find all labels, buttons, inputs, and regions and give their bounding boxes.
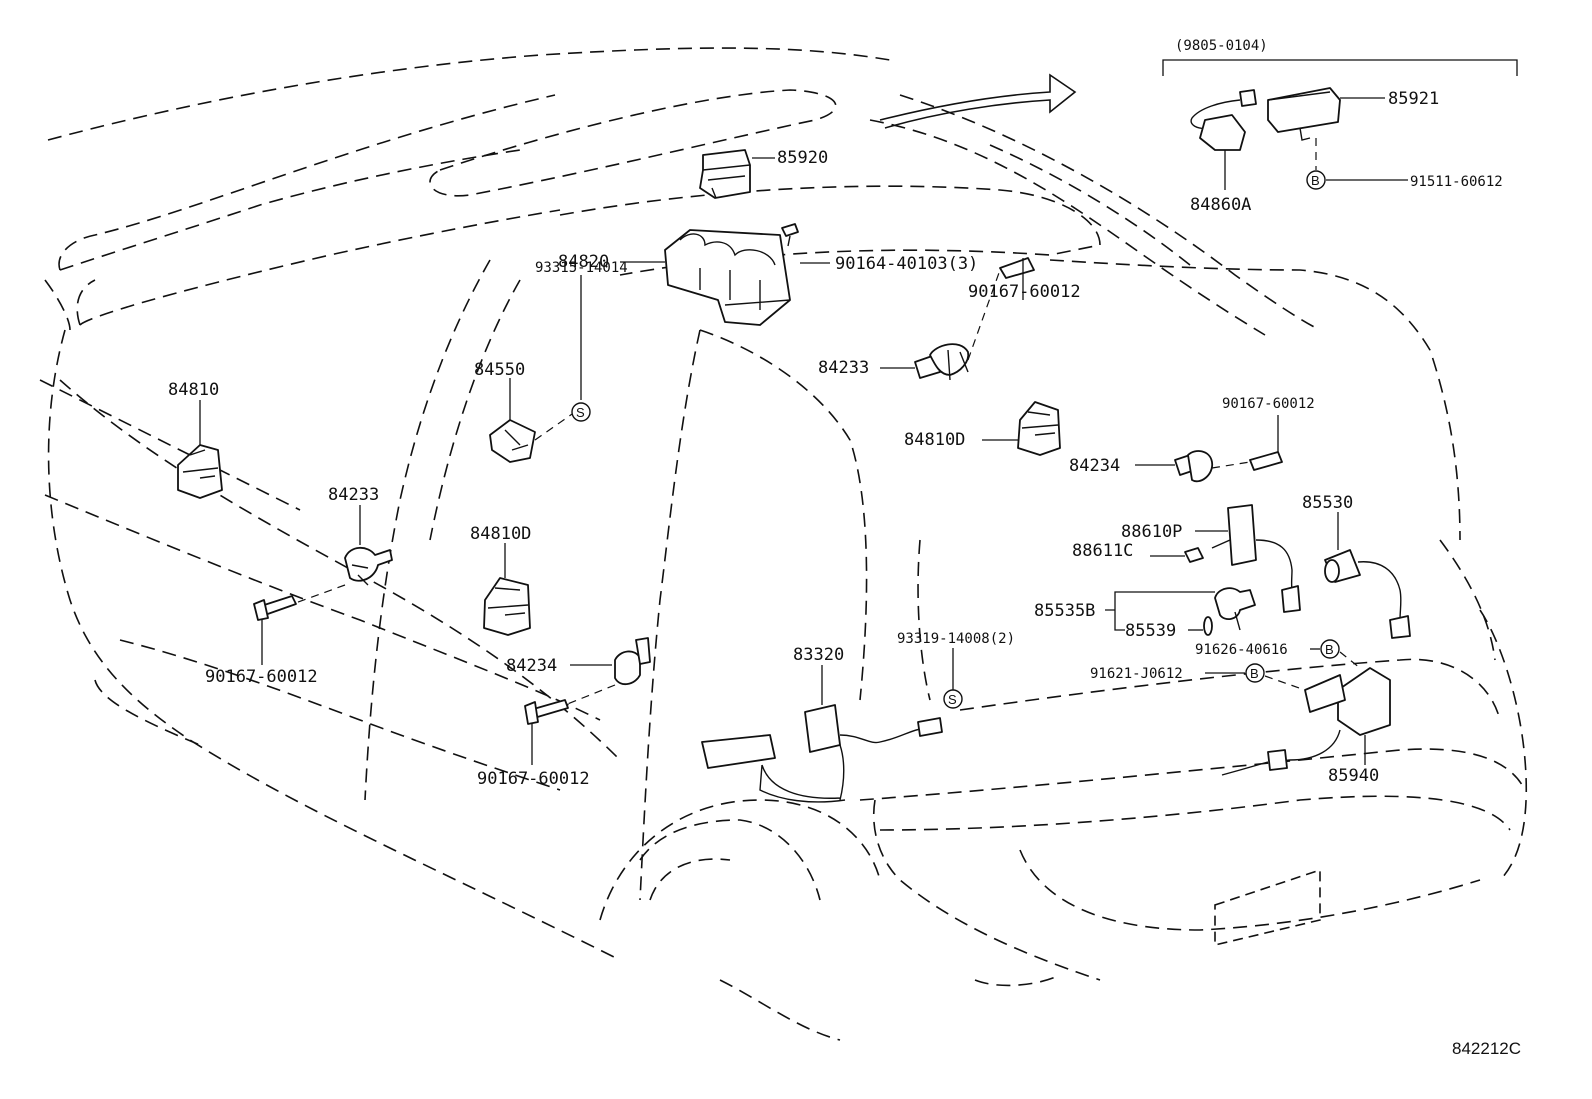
label-84860A: 84860A bbox=[1190, 195, 1251, 215]
label-85921: 85921 bbox=[1388, 89, 1439, 109]
part-84810D-a[interactable]: 84810D bbox=[470, 524, 531, 636]
bracket-group: (9805-0104) bbox=[1162, 38, 1518, 76]
label-93319-14008: 93319-14008(2) bbox=[897, 631, 1015, 647]
label-85535B: 85535B bbox=[1034, 601, 1095, 621]
label-84820: 84820 bbox=[558, 252, 609, 272]
label-83320: 83320 bbox=[793, 645, 844, 665]
b-mark-icon bbox=[1320, 639, 1340, 659]
part-84233-a[interactable]: 84233 bbox=[818, 269, 1001, 381]
part-85535B[interactable]: 85535B bbox=[1034, 587, 1256, 631]
part-90167-60012-b[interactable]: 90167-60012 bbox=[205, 595, 318, 687]
part-91626-40616[interactable]: 91626-40616 B bbox=[1195, 639, 1361, 669]
label-84233-a: 84233 bbox=[818, 358, 869, 378]
part-91621-J0612[interactable]: 91621-J0612 B bbox=[1090, 663, 1306, 691]
part-84550[interactable]: 84550 bbox=[474, 360, 576, 463]
part-84810[interactable]: 84810 bbox=[168, 380, 223, 499]
part-90167-60012-a[interactable]: 90167-60012 bbox=[968, 257, 1081, 302]
label-90167-60012-c: 90167-60012 bbox=[1222, 396, 1315, 412]
part-84810D-b[interactable]: 84810D bbox=[904, 401, 1061, 456]
label-84234-b: 84234 bbox=[506, 656, 557, 676]
s-mark-icon-2 bbox=[943, 689, 963, 709]
label-91621-J0612: 91621-J0612 bbox=[1090, 666, 1183, 682]
label-85940: 85940 bbox=[1328, 766, 1379, 786]
label-93315-14014: 93315-14014 bbox=[535, 260, 628, 276]
s-mark-letter-2: S bbox=[948, 692, 957, 707]
part-90167-60012-c[interactable]: 90167-60012 bbox=[1222, 396, 1315, 471]
part-85920[interactable]: 85920 bbox=[699, 148, 828, 199]
b-mark-icon-2 bbox=[1245, 663, 1265, 683]
part-84820[interactable]: 84820 bbox=[558, 229, 791, 326]
b-mark-letter-3: B bbox=[1311, 173, 1320, 188]
part-84234-a[interactable]: 84234 bbox=[1069, 450, 1251, 483]
s-mark-icon bbox=[571, 402, 591, 422]
label-84234-a: 84234 bbox=[1069, 456, 1120, 476]
label-88610P: 88610P bbox=[1121, 522, 1182, 542]
label-84233-b: 84233 bbox=[328, 485, 379, 505]
b-mark-letter-2: B bbox=[1250, 666, 1259, 681]
part-88610P[interactable]: 88610P bbox=[1121, 504, 1296, 599]
part-84860A[interactable]: 84860A bbox=[1190, 89, 1257, 215]
label-85530: 85530 bbox=[1302, 493, 1353, 513]
bracket-note: (9805-0104) bbox=[1175, 38, 1268, 54]
part-85530[interactable]: 85530 bbox=[1281, 493, 1411, 639]
label-90167-60012-b: 90167-60012 bbox=[205, 667, 318, 687]
label-90167-60012-a: 90167-60012 bbox=[968, 282, 1081, 302]
label-84550: 84550 bbox=[474, 360, 525, 380]
b-mark-letter: B bbox=[1325, 642, 1334, 657]
part-93315-14014[interactable]: S 93315-14014 bbox=[535, 260, 628, 422]
label-91626-40616: 91626-40616 bbox=[1195, 642, 1288, 658]
part-85921[interactable]: 85921 bbox=[1267, 87, 1439, 141]
part-84233-b[interactable]: 84233 bbox=[289, 485, 393, 606]
label-91511-60612: 91511-60612 bbox=[1410, 174, 1503, 190]
part-85940[interactable]: 85940 bbox=[1221, 667, 1391, 786]
label-88611C: 88611C bbox=[1072, 541, 1133, 561]
label-90167-60012-d: 90167-60012 bbox=[477, 769, 590, 789]
label-85539: 85539 bbox=[1125, 621, 1176, 641]
label-84810: 84810 bbox=[168, 380, 219, 400]
part-91511-60612[interactable]: B 91511-60612 bbox=[1306, 138, 1503, 190]
label-90164-40103: 90164-40103(3) bbox=[835, 254, 978, 274]
part-93319-14008[interactable]: S 93319-14008(2) bbox=[897, 631, 1015, 709]
part-88611C[interactable]: 88611C bbox=[1072, 541, 1204, 563]
part-90167-60012-d[interactable]: 90167-60012 bbox=[477, 699, 590, 789]
label-85920: 85920 bbox=[777, 148, 828, 168]
direction-arrow bbox=[879, 73, 1077, 129]
b-mark-icon-3 bbox=[1306, 170, 1326, 190]
part-84234-b[interactable]: 84234 bbox=[506, 637, 651, 706]
label-84810D-b: 84810D bbox=[904, 430, 965, 450]
label-84810D-a: 84810D bbox=[470, 524, 531, 544]
figure-code: 842212C bbox=[1452, 1039, 1521, 1058]
part-83320[interactable]: 83320 bbox=[701, 645, 943, 803]
vehicle-outline bbox=[39, 47, 1528, 1041]
part-90164-40103[interactable]: 90164-40103(3) bbox=[781, 223, 978, 274]
part-85539[interactable]: 85539 bbox=[1125, 616, 1213, 641]
s-mark-letter: S bbox=[576, 405, 585, 420]
